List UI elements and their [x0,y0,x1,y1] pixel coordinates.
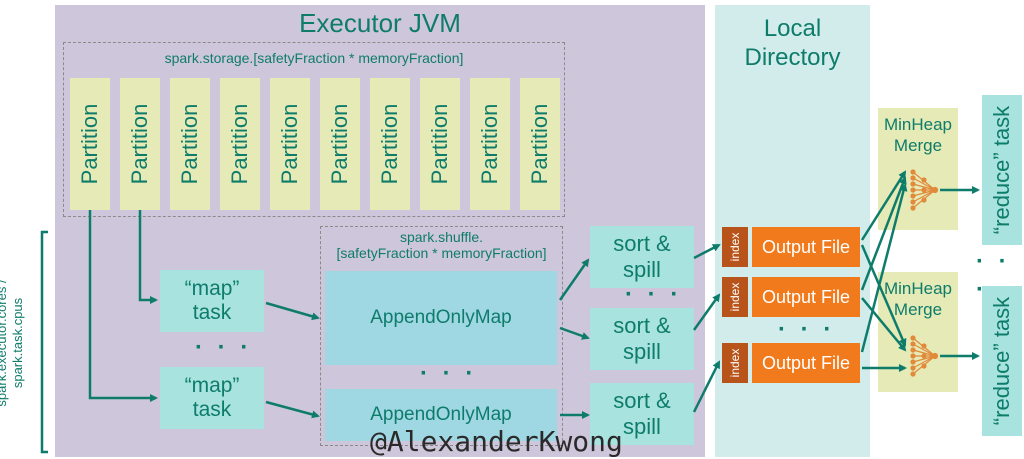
file-to-merge-arrow [860,244,907,347]
sort-spill-line1: sort & [613,231,671,256]
partition: Partition [420,78,460,210]
aom-to-sort-arrow [558,258,590,301]
sort-spill-box: sort &spill [590,383,694,445]
shuffle-region [320,226,563,446]
append-only-map: AppendOnlyMap [325,389,557,441]
local-directory-title-line2: Directory [744,44,841,71]
map-task-line1: “map” [184,374,240,397]
partition-to-map-arrow [138,210,158,304]
side-bracket [40,230,48,454]
index-block: index [722,277,748,317]
merge-tree-icon [910,335,939,377]
shuffle-label-line1: spark.shuffle. [399,229,483,245]
merge-label-line1: MinHeap [883,279,953,298]
reduce-task-ellipsis: · · · [976,248,1011,303]
sort-to-file-arrow [692,360,721,413]
sort-spill-line1: sort & [613,388,671,413]
sort-spill-box: sort &spill [590,308,694,370]
partition: Partition [520,78,560,210]
merge-label-line1: MinHeap [883,115,953,134]
append-only-map: AppendOnlyMap [325,271,557,365]
storage-region [63,42,565,217]
sort-spill-ellipsis: · · · [625,281,683,308]
map-task-line1: “map” [184,277,240,300]
executor-jvm-title: Executor JVM [299,8,461,38]
storage-label: spark.storage.[safetyFraction * memoryFr… [164,50,464,66]
partition: Partition [170,78,210,210]
sort-spill-line2: spill [623,257,661,282]
index-block: index [722,227,748,267]
local-directory-title: Local Directory [715,14,870,72]
sort-spill-box: sort &spill [590,226,694,288]
map-task-ellipsis: · · · [195,334,253,361]
watermark: @AlexanderKwong [370,425,623,458]
partition-to-map-arrow [88,210,158,402]
output-file: Output File [752,343,860,383]
file-to-merge-arrow [860,176,907,291]
partition: Partition [370,78,410,210]
map-to-aom-arrow [265,400,320,419]
map-task-line2: task [192,398,232,421]
partition: Partition [470,78,510,210]
map-to-aom-arrow [265,301,320,321]
output-file: Output File [752,227,860,267]
map-task: “map”task [160,367,264,429]
file-to-merge-arrow [861,297,907,352]
partition: Partition [120,78,160,210]
sort-to-file-arrow [693,243,721,260]
sort-to-file-arrow [692,293,721,331]
shuffle-label-line2: [safetyFraction * memoryFraction] [336,245,547,261]
merge-tree-icon [910,169,939,211]
merge-label-line2: Merge [893,300,943,319]
partition: Partition [270,78,310,210]
sort-spill-line2: spill [623,414,661,439]
sort-spill-line1: sort & [613,313,671,338]
file-to-merge-arrow [860,170,907,241]
sort-spill-line2: spill [623,339,661,364]
map-task-line2: task [192,301,232,324]
map-task: “map”task [160,270,264,332]
file-to-merge-arrow [860,183,908,353]
partition: Partition [220,78,260,210]
reduce-task: “reduce” task [982,286,1022,436]
partition: Partition [320,78,360,210]
partition: Partition [70,78,110,210]
local-directory-title-line1: Local [763,15,822,42]
merge-label-line2: Merge [893,136,943,155]
output-file-ellipsis: · · · [778,316,836,343]
aom-to-sort-arrow [559,326,590,340]
output-file: Output File [752,277,860,317]
reduce-task: “reduce” task [982,95,1022,245]
shuffle-label: spark.shuffle. [safetyFraction * memoryF… [320,229,563,261]
index-block: index [722,343,748,383]
append-only-map-ellipsis: · · · [420,360,478,387]
